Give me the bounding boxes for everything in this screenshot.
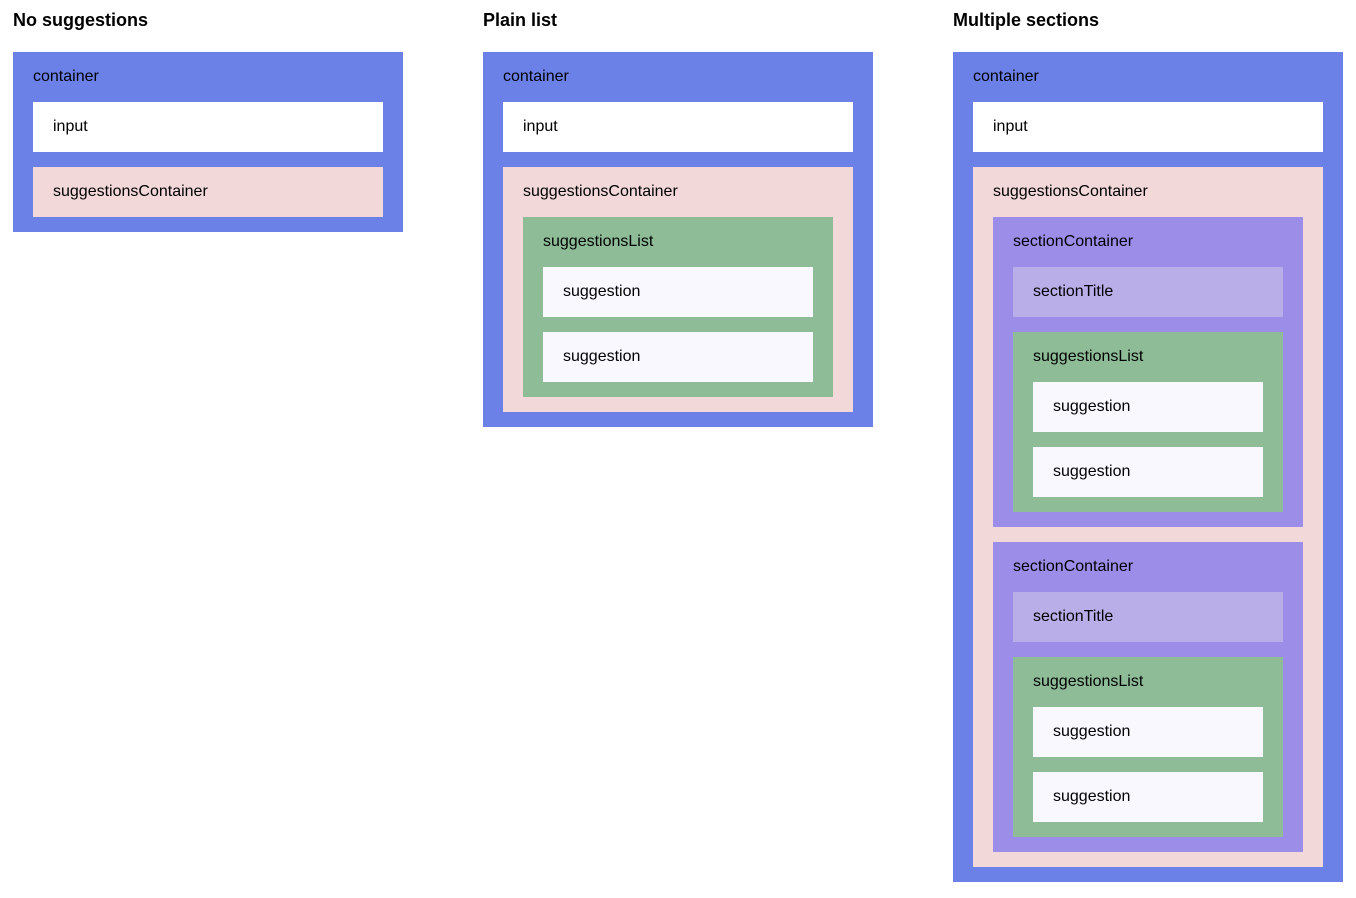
suggestion-label: suggestion — [1053, 723, 1131, 740]
suggestions-container-label: suggestionsContainer — [523, 183, 678, 200]
example-multiple-sections: Multiple sections container input sugges… — [953, 10, 1343, 882]
suggestion-item: suggestion — [1033, 447, 1263, 497]
example-title: No suggestions — [13, 10, 149, 30]
example-plain-list: Plain list container input suggestionsCo… — [483, 10, 873, 427]
container-label: container — [973, 68, 1039, 85]
container-label: container — [33, 68, 99, 85]
suggestions-list-label: suggestionsList — [1033, 673, 1144, 690]
suggestions-container-label: suggestionsContainer — [993, 183, 1148, 200]
input-label: input — [993, 118, 1028, 135]
section-title-box: sectionTitle — [1013, 592, 1283, 642]
input-label: input — [523, 118, 558, 135]
example-no-suggestions: No suggestions container input suggestio… — [13, 10, 403, 232]
suggestion-label: suggestion — [1053, 788, 1131, 805]
input-box: input — [33, 102, 383, 152]
suggestion-item: suggestion — [1033, 382, 1263, 432]
container-box: container input suggestionsContainer sug… — [483, 52, 873, 427]
container-label: container — [503, 68, 569, 85]
suggestion-label: suggestion — [563, 283, 641, 300]
suggestion-item: suggestion — [1033, 707, 1263, 757]
input-label: input — [53, 118, 88, 135]
suggestion-label: suggestion — [1053, 463, 1131, 480]
container-box: container input suggestionsContainer sec… — [953, 52, 1343, 882]
examples-row: No suggestions container input suggestio… — [13, 10, 1343, 882]
section-title-box: sectionTitle — [1013, 267, 1283, 317]
input-box: input — [973, 102, 1323, 152]
section-container-label: sectionContainer — [1013, 233, 1134, 250]
suggestions-list-label: suggestionsList — [1033, 348, 1144, 365]
input-box: input — [503, 102, 853, 152]
suggestion-label: suggestion — [1053, 398, 1131, 415]
suggestions-list-box: suggestionsList suggestion suggestion — [1013, 657, 1283, 837]
suggestion-item: suggestion — [543, 332, 813, 382]
section-container-box: sectionContainer sectionTitle suggestion… — [993, 217, 1303, 527]
container-box: container input suggestionsContainer — [13, 52, 403, 232]
suggestions-list-box: suggestionsList suggestion suggestion — [523, 217, 833, 397]
section-container-label: sectionContainer — [1013, 558, 1134, 575]
example-title: Plain list — [483, 10, 558, 30]
suggestion-item: suggestion — [1033, 772, 1263, 822]
suggestions-list-label: suggestionsList — [543, 233, 654, 250]
section-container-box: sectionContainer sectionTitle suggestion… — [993, 542, 1303, 852]
section-title-label: sectionTitle — [1033, 608, 1114, 625]
suggestions-container-box: suggestionsContainer sectionContainer se… — [973, 167, 1323, 867]
suggestions-container-label: suggestionsContainer — [53, 183, 208, 200]
suggestion-item: suggestion — [543, 267, 813, 317]
suggestion-label: suggestion — [563, 348, 641, 365]
suggestions-container-box: suggestionsContainer — [33, 167, 383, 217]
suggestions-list-box: suggestionsList suggestion suggestion — [1013, 332, 1283, 512]
example-title: Multiple sections — [953, 10, 1100, 30]
section-title-label: sectionTitle — [1033, 283, 1114, 300]
suggestions-container-box: suggestionsContainer suggestionsList sug… — [503, 167, 853, 412]
